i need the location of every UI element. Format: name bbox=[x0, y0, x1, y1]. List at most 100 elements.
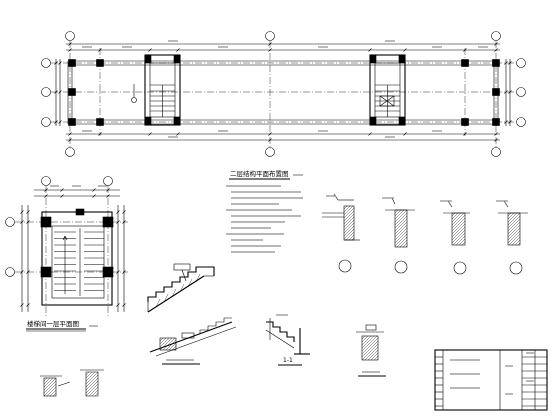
column bbox=[492, 88, 500, 96]
column bbox=[144, 116, 152, 126]
stair-plan-title: 楼梯间一层平面图 bbox=[27, 319, 79, 328]
hatch-line bbox=[91, 389, 99, 397]
dimension-tick bbox=[98, 48, 102, 52]
hatch-line bbox=[85, 380, 99, 394]
detail-marker bbox=[394, 260, 408, 274]
dimension-tick bbox=[58, 120, 62, 124]
stair-step-profile bbox=[199, 317, 232, 334]
hatch-line bbox=[343, 216, 355, 228]
wall-section-details bbox=[322, 193, 528, 275]
dimension-tick bbox=[368, 132, 372, 136]
hatch-line bbox=[159, 337, 167, 345]
hatch-line bbox=[394, 209, 399, 214]
hatch-line bbox=[451, 214, 466, 229]
dimension-tick bbox=[148, 48, 152, 52]
label-box bbox=[365, 324, 377, 331]
dimension-tick bbox=[54, 61, 58, 65]
hatch-line bbox=[343, 219, 355, 231]
column bbox=[102, 216, 114, 228]
hatch-line bbox=[507, 212, 515, 220]
leader-line bbox=[57, 381, 71, 387]
hatch-line bbox=[507, 230, 521, 244]
dimension-tick bbox=[68, 48, 72, 52]
dimension-tick bbox=[508, 120, 512, 124]
hatch-line bbox=[159, 337, 164, 342]
hatch-line bbox=[451, 212, 459, 220]
hatch-line bbox=[88, 386, 99, 397]
stair-step-profile bbox=[147, 266, 215, 302]
hatch-line bbox=[52, 392, 57, 397]
hatch-line bbox=[507, 224, 521, 238]
hatch-line bbox=[46, 386, 57, 397]
leader-line bbox=[391, 197, 396, 205]
dimension-tick bbox=[106, 194, 110, 198]
axis-bubble bbox=[516, 87, 526, 97]
hatch-line bbox=[343, 225, 355, 237]
small-details bbox=[40, 324, 386, 397]
hatch-line bbox=[361, 343, 379, 361]
column bbox=[40, 216, 52, 228]
detail-marker bbox=[453, 261, 467, 275]
column bbox=[68, 88, 76, 96]
column bbox=[144, 54, 152, 64]
dimension-tick bbox=[494, 138, 498, 142]
hatch-line bbox=[451, 223, 466, 238]
dimension-tick bbox=[504, 90, 508, 94]
dimension-tick bbox=[106, 188, 110, 192]
dimension-tick bbox=[463, 132, 467, 136]
dimension-tick bbox=[68, 42, 72, 46]
dimension-tick bbox=[148, 132, 152, 136]
axis-bubble bbox=[265, 31, 275, 41]
axis-bubble bbox=[41, 58, 51, 68]
hatch-line bbox=[85, 377, 99, 391]
hatch-line bbox=[187, 278, 193, 288]
detail-marker bbox=[509, 261, 523, 275]
hatch-line bbox=[159, 337, 170, 348]
hatch-line bbox=[451, 212, 456, 217]
axis-bubble bbox=[65, 31, 75, 41]
stair-step-profile bbox=[266, 321, 295, 342]
column bbox=[68, 118, 76, 126]
dimension-tick bbox=[20, 210, 24, 214]
hatch-line bbox=[517, 242, 521, 246]
hatch-line bbox=[94, 392, 99, 397]
hatch-line bbox=[507, 212, 518, 223]
hatch-line bbox=[343, 205, 348, 210]
hatch-line bbox=[85, 371, 93, 379]
hatch-line bbox=[361, 335, 378, 352]
hatch-line bbox=[361, 335, 369, 343]
dimension-tick bbox=[20, 270, 24, 274]
leader-line bbox=[447, 200, 453, 208]
dimension-tick bbox=[176, 48, 180, 52]
dimension-tick bbox=[116, 303, 120, 307]
hatch-line bbox=[163, 293, 169, 303]
hatch-line bbox=[43, 377, 48, 382]
stair-core-wall bbox=[144, 54, 181, 126]
leader-line bbox=[333, 193, 339, 201]
dimension-tick bbox=[368, 48, 372, 52]
dimension-tick bbox=[92, 194, 96, 198]
dimension-tick bbox=[58, 90, 62, 94]
hatch-line bbox=[507, 227, 521, 241]
hatch-line bbox=[361, 340, 379, 358]
hatch-line bbox=[49, 389, 57, 397]
hatch-line bbox=[367, 349, 379, 361]
axis-bubble bbox=[491, 147, 501, 157]
dimension-tick bbox=[268, 132, 272, 136]
column bbox=[68, 59, 76, 67]
hatch-line bbox=[452, 232, 466, 246]
hatch-line bbox=[451, 226, 466, 241]
hatch-line bbox=[165, 339, 177, 351]
column bbox=[461, 118, 469, 126]
stair-slab-underside bbox=[147, 275, 205, 313]
label-box bbox=[173, 263, 191, 271]
hatch-line bbox=[394, 230, 408, 244]
hatch-line bbox=[85, 371, 90, 376]
hatch-line bbox=[85, 383, 99, 397]
column bbox=[40, 266, 52, 278]
opening-box bbox=[379, 95, 395, 107]
label-box bbox=[181, 332, 195, 339]
hatch-line bbox=[373, 355, 379, 361]
hatch-line bbox=[507, 215, 521, 229]
